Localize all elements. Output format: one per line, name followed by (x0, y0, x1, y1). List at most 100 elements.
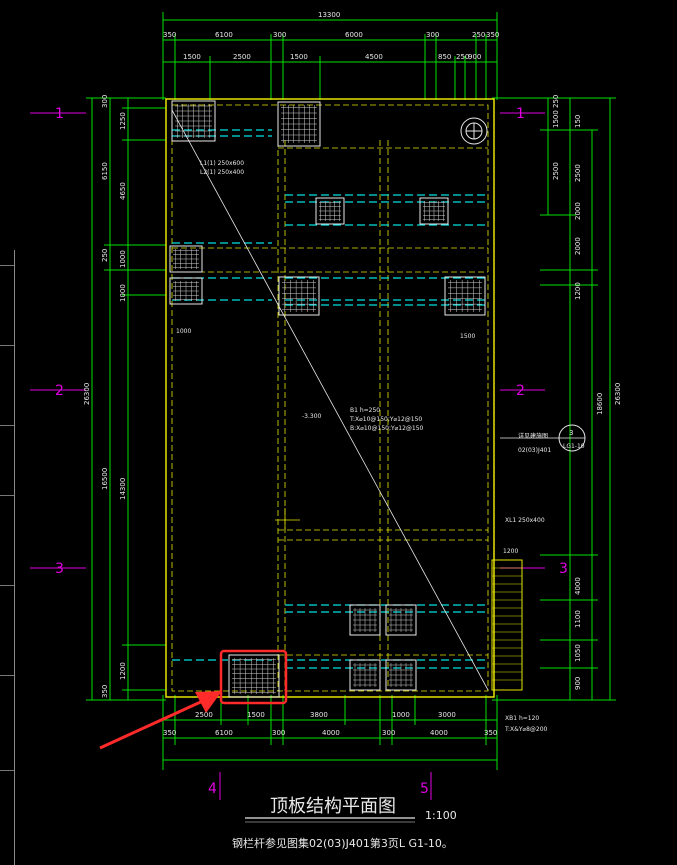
detail-ref: LG1-10 (563, 443, 585, 450)
dim-right-inner-6: 1100 (574, 610, 582, 628)
red-arrow (99, 691, 222, 750)
axis-left-1: 1 (55, 106, 64, 122)
dim-right-outer: 26300 (614, 383, 622, 405)
dim-bot2-4: 300 (382, 729, 395, 737)
dim-right-inner-1: 2500 (574, 164, 582, 182)
manhole-circle (460, 117, 488, 145)
dimension-lines (30, 12, 616, 800)
opening-grid-3 (419, 197, 449, 225)
beam-l2-label: L2(1) 250x400 (200, 169, 244, 176)
dim-top2-6: 350 (486, 31, 499, 39)
slab-name-label: B1 h=250 (350, 407, 380, 414)
opening-grid-9 (385, 604, 417, 636)
dim-bot1-0: 2500 (195, 711, 213, 719)
opening-grid-7 (444, 276, 486, 316)
right-ref: 02(03)J401 (518, 447, 551, 454)
side-toolbar (0, 250, 15, 865)
dim-right-small-1: 1500 (552, 110, 560, 128)
xb1-rebar: T:X&Y⌀8@200 (504, 726, 548, 733)
dim-top3-3: 4500 (365, 53, 383, 61)
slab-bot-rebar: B:X⌀10@150;Y⌀12@150 (350, 425, 424, 432)
opening-grid-6 (278, 276, 320, 316)
xb1-label: XB1 h=120 (505, 715, 539, 722)
dim-top3-1: 2500 (233, 53, 251, 61)
dim-right-inner-3: 2000 (574, 237, 582, 255)
dim-left-inner-1: 4650 (119, 182, 127, 200)
dim-top3-6: 900 (468, 53, 481, 61)
dim-top2-4: 300 (426, 31, 439, 39)
axis-labels: 1 2 3 1 2 3 4 5 (55, 106, 568, 797)
opening-grid-0 (171, 100, 216, 142)
dim-left-small-1: 350 (101, 685, 109, 698)
opening-grid-5 (169, 277, 203, 305)
dim-bot1-4: 3000 (438, 711, 456, 719)
right-note: 详见建施图 (518, 432, 548, 440)
dim-top-total: 13300 (318, 11, 340, 19)
opening-grid-4 (169, 245, 203, 273)
dim-bot2-2: 300 (272, 729, 285, 737)
opening-grid-11 (385, 659, 417, 691)
dim-bot2-6: 350 (484, 729, 497, 737)
slab-elevation: -3.300 (302, 413, 322, 420)
axis-bottom-4: 4 (208, 781, 217, 797)
detail-number: 3 (569, 429, 573, 437)
dim-top2-3: 6000 (345, 31, 363, 39)
diagonal-leader (171, 109, 489, 691)
dim-right-mid: 18600 (596, 393, 604, 415)
dim-right-inner-2: 2000 (574, 202, 582, 220)
dim-left-inner-0: 1250 (119, 112, 127, 130)
dim-left-inner-2: 1000 (119, 250, 127, 268)
dim-right-inner-7: 1050 (574, 644, 582, 662)
dim-top2-0: 350 (163, 31, 176, 39)
opening-grid-8 (349, 604, 381, 636)
dim-left-mid-2: 16500 (101, 468, 109, 490)
dim-bot1-1: 1500 (247, 711, 265, 719)
opening-grids (169, 100, 486, 698)
dim-top3-5: 250 (456, 53, 469, 61)
opening-grid-10 (349, 659, 381, 691)
dim-bot2-1: 6100 (215, 729, 233, 737)
detail-callout: 3 LG1-10 (500, 424, 586, 452)
dim-bot2-3: 4000 (322, 729, 340, 737)
dimension-texts: 13300 350 6100 300 6000 300 250 350 1500… (83, 11, 622, 737)
dim-1200-label: 1200 (503, 548, 518, 555)
axis-right-2: 2 (516, 383, 525, 399)
opening-grid-12 (228, 654, 280, 698)
dim-right-inner-5: 4000 (574, 577, 582, 595)
axis-left-2: 2 (55, 383, 64, 399)
slab-outline (165, 98, 523, 698)
drawing-title: 顶板结构平面图 (270, 796, 396, 817)
dim-bot2-5: 4000 (430, 729, 448, 737)
axis-right-1: 1 (516, 106, 525, 122)
opening-grid-2 (315, 197, 345, 225)
drawing-note: 钢栏杆参见图集02(03)J401第3页L G1-10。 (232, 836, 453, 850)
dim-right-inner-0: 150 (574, 115, 582, 128)
highlight-box[interactable] (219, 649, 288, 705)
axis-bottom-5: 5 (420, 781, 429, 797)
dim-left-inner-5: 1200 (119, 662, 127, 680)
dim-left-mid-0: 6150 (101, 162, 109, 180)
dim-left-outer: 26300 (83, 383, 91, 405)
dim-top3-2: 1500 (290, 53, 308, 61)
axis-right-3: 3 (559, 561, 568, 577)
dim-right-inner-8: 900 (574, 677, 582, 690)
dim-right-small-2: 250 (552, 95, 560, 108)
dim-right-small-0: 2500 (552, 162, 560, 180)
dim-bot1-2: 3800 (310, 711, 328, 719)
dim-bot1-3: 1000 (392, 711, 410, 719)
dim-top3-4: 850 (438, 53, 451, 61)
callout-texts: B1 h=250 T:X⌀10@150;Y⌀12@150 B:X⌀10@150;… (176, 160, 551, 733)
beam-l1-label: L1(1) 250x600 (200, 160, 244, 167)
dim-left-small-0: 300 (101, 95, 109, 108)
dim-1500-label: 1500 (460, 333, 475, 340)
opening-grid-1 (277, 101, 321, 147)
stair-treads (492, 567, 522, 681)
dim-top2-5: 250 (472, 31, 485, 39)
dim-right-inner-4: 1200 (574, 282, 582, 300)
dim-1000-label: 1000 (176, 328, 191, 335)
dim-left-inner-4: 14300 (119, 478, 127, 500)
dim-top3-0: 1500 (183, 53, 201, 61)
axis-left-3: 3 (55, 561, 64, 577)
slab-top-rebar: T:X⌀10@150;Y⌀12@150 (349, 416, 422, 423)
